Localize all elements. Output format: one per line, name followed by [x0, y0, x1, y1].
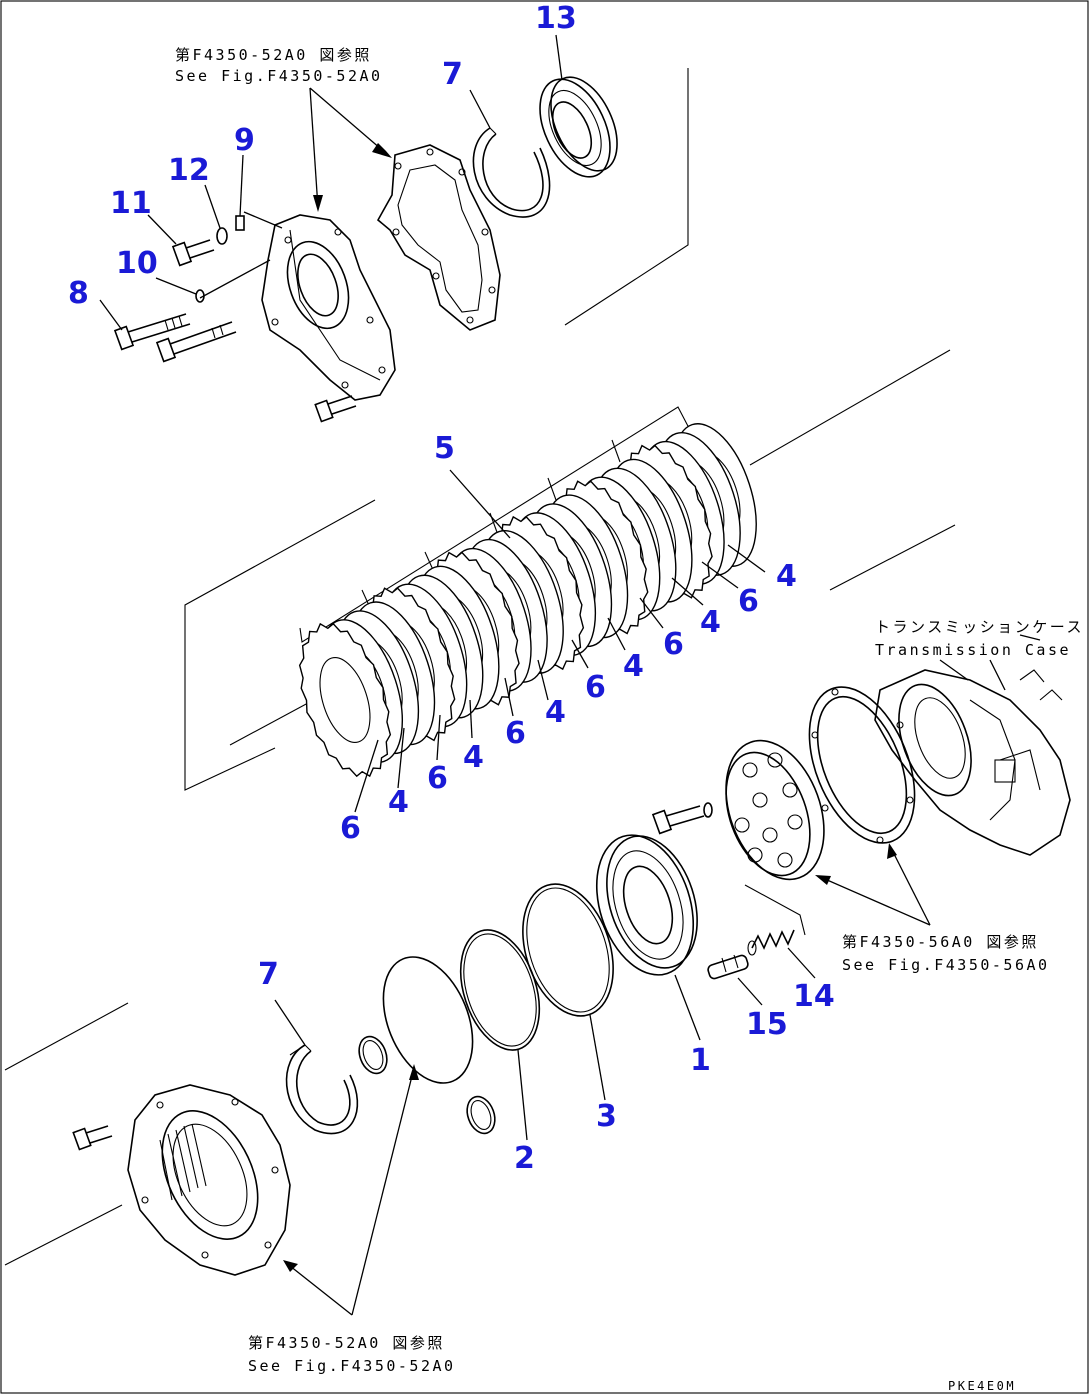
callout-1: 1 [690, 1043, 711, 1078]
callout-6: 6 [340, 811, 361, 846]
axis-line-upper-right [749, 349, 951, 466]
callout-10: 10 [116, 246, 158, 281]
callout-15: 15 [746, 1007, 788, 1042]
drawing-code: PKE4E0M [948, 1379, 1016, 1393]
right-gasket [808, 686, 916, 844]
leader-1 [674, 974, 701, 1041]
part-9-pin [235, 215, 245, 231]
top-assembly [99, 34, 689, 423]
ref-arrow-gasket-right [889, 845, 931, 926]
callout-14: 14 [793, 979, 835, 1014]
axis-line-bottom-left [4, 1002, 129, 1071]
note-bottom-en: See Fig.F4350-52A0 [248, 1357, 456, 1375]
note-case-jp: トランスミッションケース [875, 618, 1084, 636]
part-2-seal-ring [459, 929, 541, 1051]
clutch-pack-assembly [184, 349, 956, 813]
callout-11: 11 [110, 186, 152, 221]
note-right-jp: 第F4350-56A0 図参照 [842, 933, 1039, 951]
part-7-snap-ring-top [472, 127, 551, 218]
part-11-bolt [171, 239, 215, 267]
leader-7-top [469, 89, 491, 129]
callout-4: 4 [776, 559, 797, 594]
part-14-spring [747, 929, 795, 956]
part-13-bearing [539, 76, 618, 178]
callout-4: 4 [463, 740, 484, 775]
leader-14 [787, 947, 816, 979]
note-top-en: See Fig.F4350-52A0 [175, 67, 383, 85]
leader-11 [147, 214, 177, 245]
bottom-housing [127, 1084, 291, 1276]
leader-8 [99, 299, 123, 331]
ref-arrow-o-ring [351, 1067, 415, 1316]
part-12-washer [216, 227, 228, 245]
bolt-long-2 [155, 321, 237, 363]
callout-8: 8 [68, 276, 89, 311]
top-projection-frame [564, 68, 689, 326]
callout-2: 2 [514, 1141, 535, 1176]
leader-7-bottom [274, 999, 306, 1046]
valve-bolt [651, 802, 713, 835]
clutch-projection-frame [184, 499, 376, 791]
bolt-short [314, 395, 357, 423]
callout-4: 4 [545, 695, 566, 730]
o-ring-large [382, 956, 474, 1084]
ref-arrow-gasket [309, 87, 389, 156]
leader-13 [555, 34, 563, 81]
small-o-ring-a [358, 1035, 388, 1075]
leader-3 [589, 1014, 606, 1101]
callout-12: 12 [168, 153, 210, 188]
top-cover-housing [261, 214, 396, 401]
part-8-bolt-long [113, 313, 191, 351]
note-top-jp: 第F4350-52A0 図参照 [175, 46, 372, 64]
part-3-seal-ring [522, 883, 614, 1017]
part-1-piston [595, 834, 698, 976]
leader-15 [737, 977, 763, 1006]
leader-9 [239, 154, 244, 217]
transmission-case [874, 669, 1071, 856]
callout-4: 4 [388, 785, 409, 820]
leader-5 [449, 469, 511, 539]
note-case-en: Transmission Case [875, 641, 1071, 659]
callout-3: 3 [596, 1099, 617, 1134]
note-right-en: See Fig.F4350-56A0 [842, 956, 1050, 974]
callout-6: 6 [427, 761, 448, 796]
leader-2 [517, 1049, 528, 1141]
part-7-snap-ring-bottom [285, 1044, 359, 1135]
separator-plate [298, 622, 392, 778]
clutch-discs-group [298, 423, 757, 778]
callout-7-top: 7 [442, 57, 463, 92]
leader-10 [155, 277, 197, 295]
callout-6: 6 [505, 716, 526, 751]
callout-6: 6 [663, 627, 684, 662]
valve-body-plate [725, 739, 825, 881]
ref-arrow-housing [284, 1261, 353, 1316]
callout-4: 4 [700, 605, 721, 640]
callout-13: 13 [535, 1, 577, 36]
clutch-pack-bracket [299, 406, 691, 643]
callout-4: 4 [623, 649, 644, 684]
part-15-valve-spool [707, 954, 749, 980]
callout-6: 6 [585, 670, 606, 705]
axis-line-right [829, 524, 956, 591]
note-bottom-jp: 第F4350-52A0 図参照 [248, 1334, 445, 1352]
small-o-ring-b [466, 1095, 496, 1135]
leader-12 [204, 184, 221, 229]
callout-5: 5 [434, 431, 455, 466]
callout-6: 6 [738, 584, 759, 619]
callout-9: 9 [234, 123, 255, 158]
ref-arrow-cover [309, 87, 319, 209]
callout-7-bottom: 7 [258, 957, 279, 992]
top-gasket [376, 144, 501, 331]
ref-arrow-valve [817, 875, 931, 926]
bottom-bolt [72, 1125, 113, 1151]
